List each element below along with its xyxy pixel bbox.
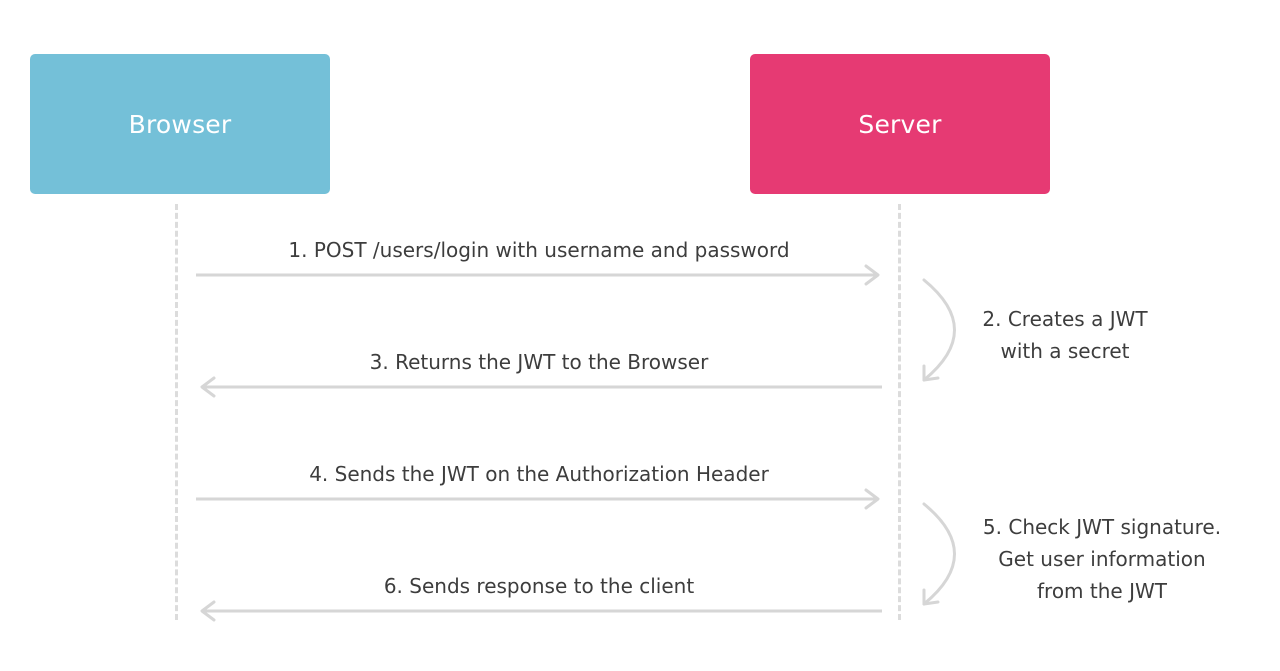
note-creates-jwt: 2. Creates a JWT with a secret: [960, 303, 1170, 367]
server-actor-label: Server: [858, 109, 942, 139]
message-arrow-3: [200, 376, 882, 398]
note-line: 5. Check JWT signature.: [982, 515, 1222, 539]
server-lifeline: [898, 204, 901, 620]
browser-actor-label: Browser: [128, 109, 232, 139]
message-arrow-6: [200, 600, 882, 622]
message-label-6: 6. Sends response to the client: [383, 574, 695, 598]
message-label-1: 1. POST /users/login with username and p…: [288, 238, 790, 262]
message-arrow-4: [196, 488, 880, 510]
server-actor-box: Server: [750, 54, 1050, 194]
note-line: Get user information: [998, 547, 1206, 571]
note-line: 2. Creates a JWT: [982, 307, 1148, 331]
note-check-signature: 5. Check JWT signature. Get user informa…: [960, 511, 1244, 607]
message-label-3: 3. Returns the JWT to the Browser: [369, 350, 709, 374]
browser-actor-box: Browser: [30, 54, 330, 194]
browser-lifeline: [175, 204, 178, 620]
self-loop-arrow-2: [922, 278, 956, 382]
note-line: from the JWT: [1037, 579, 1167, 603]
message-arrow-1: [196, 264, 880, 286]
message-label-4: 4. Sends the JWT on the Authorization He…: [309, 462, 769, 486]
self-loop-arrow-5: [922, 502, 956, 606]
note-line: with a secret: [1000, 339, 1130, 363]
